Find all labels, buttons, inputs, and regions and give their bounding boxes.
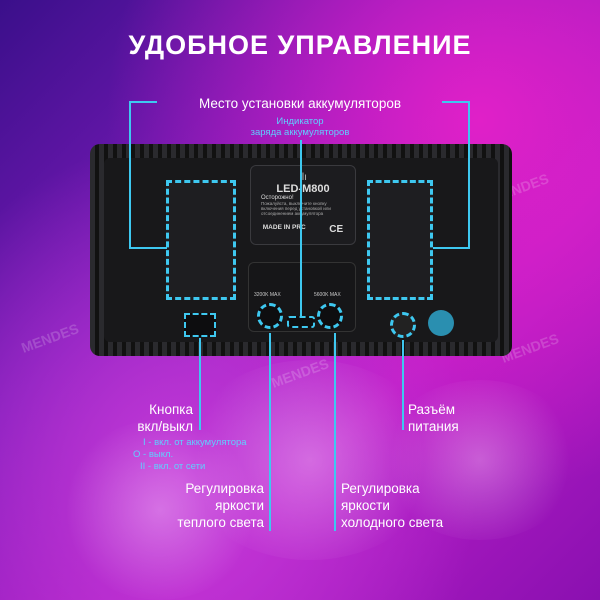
brand-logo-icon <box>428 310 454 336</box>
model-name: LED-M800 <box>276 183 330 195</box>
battery-slot-right <box>367 180 433 300</box>
power-switch[interactable] <box>184 313 216 337</box>
battery-slot-left <box>166 180 236 300</box>
logo-icon: ılı <box>299 172 307 183</box>
warm-knob-label: 3200K MAX <box>254 292 281 298</box>
made-in: MADE IN PRC <box>262 224 306 231</box>
ce-mark: CE <box>329 224 344 235</box>
cold-brightness-knob[interactable] <box>317 303 343 329</box>
dc-power-jack[interactable] <box>390 312 416 338</box>
indicator-label-2: заряда аккумуляторов <box>250 127 350 138</box>
power-button-label: Кнопка вкл/выкл <box>137 402 193 434</box>
warning-title: Осторожно! <box>261 195 294 201</box>
battery-slot-label: Место установки аккумуляторов <box>198 96 402 111</box>
warm-brightness-knob[interactable] <box>257 303 283 329</box>
indicator-label-1: Индикатор <box>276 116 324 127</box>
label-plate: ılı LED-M800 Осторожно! Пожалуйста, выкл… <box>250 165 356 245</box>
power-modes-list: I - вкл. от аккумулятора O - выкл. II - … <box>133 437 247 472</box>
watermark: MENDES <box>19 320 81 356</box>
warning-text: Пожалуйста, выключите кнопку включения п… <box>261 201 331 216</box>
page-title: УДОБНОЕ УПРАВЛЕНИЕ <box>128 30 472 60</box>
cold-knob-label: 5600K MAX <box>314 292 341 298</box>
